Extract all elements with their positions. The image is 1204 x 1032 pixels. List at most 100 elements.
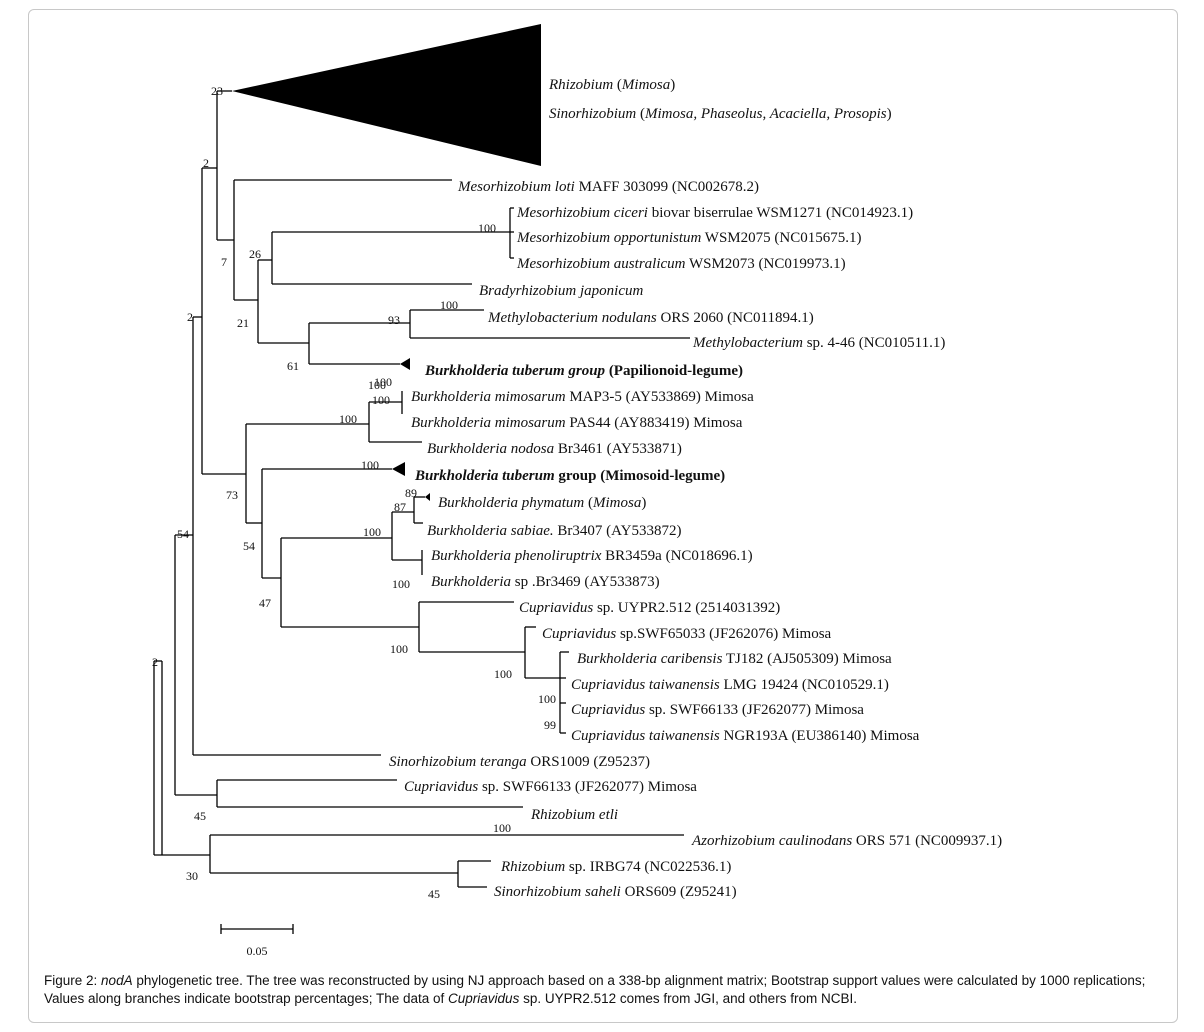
taxon-label-part: MAFF 303099 (NC002678.2) <box>575 179 759 195</box>
taxon-label-t-burk-tub-pap: Burkholderia tuberum group (Papilionoid-… <box>424 363 743 379</box>
taxon-label-part: ( <box>613 77 622 93</box>
taxon-label-part: Cupriavidus <box>404 779 478 795</box>
taxon-label-part: ) <box>887 106 892 122</box>
bootstrap-value: 100 <box>538 692 556 706</box>
collapsed-clade-burkholderia-tuberum-papilionoid <box>400 358 410 370</box>
caption-figure-label: Figure 2 <box>44 973 94 988</box>
bootstrap-value: 100 <box>392 577 410 591</box>
bootstrap-value: 54 <box>177 527 189 541</box>
taxon-label-part: Sinorhizobium <box>549 106 636 122</box>
taxon-label-part: sp. IRBG74 (NC022536.1) <box>565 859 731 875</box>
bootstrap-value: 26 <box>249 247 261 261</box>
bootstrap-value: 45 <box>428 887 440 901</box>
taxon-label-part: Burkholderia caribensis <box>577 651 723 667</box>
taxon-label-part: Mimosa, Phaseolus, Acaciella, Prosopis <box>644 106 887 122</box>
collapsed-clade-rhizobium-sinorhizobium <box>232 24 541 166</box>
taxon-label-part: sp. UYPR2.512 (2514031392) <box>593 600 780 616</box>
caption-genus: Cupriavidus <box>448 991 520 1006</box>
taxon-label-part: ORS 571 (NC009937.1) <box>852 833 1002 849</box>
bootstrap-value: 99 <box>544 718 556 732</box>
taxon-label-t-meso-loti: Mesorhizobium loti MAFF 303099 (NC002678… <box>457 179 759 195</box>
taxon-label-part: Mesorhizobium loti <box>457 179 575 195</box>
taxon-label-part: sp .Br3469 (AY533873) <box>511 574 660 590</box>
bootstrap-value: 73 <box>226 488 238 502</box>
caption-text-b: sp. UYPR2.512 comes from JGI, and others… <box>519 991 857 1006</box>
taxon-label-part: Mimosa <box>621 77 670 93</box>
bootstrap-value: 100 <box>374 375 392 389</box>
taxon-label-part: Mesorhizobium ciceri <box>516 205 648 221</box>
taxon-label-part: Methylobacterium <box>692 335 803 351</box>
bootstrap-value: 54 <box>243 539 255 553</box>
taxon-label-t-burk-sabiae: Burkholderia sabiae. Br3407 (AY533872) <box>427 523 681 539</box>
taxon-label-part: Burkholderia phymatum <box>438 495 584 511</box>
taxon-label-part: LMG 19424 (NC010529.1) <box>720 677 889 693</box>
bootstrap-value: 100 <box>368 378 386 392</box>
taxon-label-part: Azorhizobium caulinodans <box>691 833 852 849</box>
scale-bar-label: 0.05 <box>247 944 268 958</box>
taxon-label-t-cupr-uypr: Cupriavidus sp. UYPR2.512 (2514031392) <box>519 600 780 616</box>
taxon-label-t-azorh: Azorhizobium caulinodans ORS 571 (NC0099… <box>691 833 1002 849</box>
taxon-label-t-cupr-swf65033: Cupriavidus sp.SWF65033 (JF262076) Mimos… <box>542 626 832 642</box>
bootstrap-value: 100 <box>494 667 512 681</box>
caption-text-a: phylogenetic tree. The tree was reconstr… <box>44 973 1146 1006</box>
taxon-label-t-burk-nodosa: Burkholderia nodosa Br3461 (AY533871) <box>427 441 682 457</box>
taxon-label-part: MAP3-5 (AY533869) Mimosa <box>566 389 755 405</box>
taxon-label-part: Burkholderia tuberum <box>414 468 555 484</box>
collapsed-clade-burkholderia-tuberum-mimosoid <box>392 462 405 476</box>
taxon-label-part: Rhizobium <box>500 859 565 875</box>
taxon-label-part: Burkholderia sabiae. <box>427 523 554 539</box>
taxon-label-part: WSM2073 (NC019973.1) <box>685 256 845 272</box>
taxon-label-part: ORS609 (Z95241) <box>621 884 737 900</box>
taxon-label-t-sino-saheli: Sinorhizobium saheli ORS609 (Z95241) <box>494 884 737 900</box>
taxon-label-part: group (Mimosoid-legume) <box>555 468 726 484</box>
taxon-label-part: BR3459a (NC018696.1) <box>601 548 752 564</box>
taxon-label-t-burk-phym: Burkholderia phymatum (Mimosa) <box>438 495 646 511</box>
taxon-label-part: Cupriavidus <box>519 600 593 616</box>
taxon-label-part: Cupriavidus taiwanensis <box>571 677 720 693</box>
bootstrap-value: 61 <box>287 359 299 373</box>
taxon-label-part: Br3461 (AY533871) <box>554 441 682 457</box>
taxon-label-part: Burkholderia mimosarum <box>411 389 566 405</box>
bootstrap-value: 2 <box>187 310 193 324</box>
taxon-label-part: Burkholderia phenoliruptrix <box>431 548 602 564</box>
taxon-label-part: Mesorhizobium australicum <box>516 256 686 272</box>
taxon-label-part: Rhizobium etli <box>530 807 618 823</box>
bootstrap-value: 100 <box>390 642 408 656</box>
taxon-label-part: (Papilionoid-legume) <box>605 363 743 379</box>
taxon-label-part: Burkholderia <box>431 574 511 590</box>
collapsed-clade-burkholderia-phymatum <box>425 493 430 501</box>
taxon-label-t-rhiz-clade: Rhizobium (Mimosa) <box>548 77 675 93</box>
taxon-label-part: biovar biserrulae WSM1271 (NC014923.1) <box>648 205 913 221</box>
taxon-label-t-meso-opport: Mesorhizobium opportunistum WSM2075 (NC0… <box>516 230 861 246</box>
tree-branches <box>153 24 690 888</box>
taxon-label-part: Sinorhizobium teranga <box>389 754 527 770</box>
taxon-label-part: WSM2075 (NC015675.1) <box>701 230 861 246</box>
bootstrap-value: 100 <box>339 412 357 426</box>
taxon-label-part: ) <box>670 77 675 93</box>
bootstrap-value: 89 <box>405 486 417 500</box>
taxon-label-t-cupr-swf66133b: Cupriavidus sp. SWF66133 (JF262077) Mimo… <box>404 779 697 795</box>
taxon-label-part: ORS1009 (Z95237) <box>527 754 650 770</box>
bootstrap-value: 23 <box>211 84 223 98</box>
taxon-label-t-burk-sp3469: Burkholderia sp .Br3469 (AY533873) <box>431 574 660 590</box>
taxon-label-part: sp. 4-46 (NC010511.1) <box>803 335 945 351</box>
taxon-label-t-cupr-taiw-lmg: Cupriavidus taiwanensis LMG 19424 (NC010… <box>571 677 889 693</box>
taxon-label-part: ( <box>584 495 593 511</box>
taxon-label-t-burk-mim-pas: Burkholderia mimosarum PAS44 (AY883419) … <box>411 415 743 431</box>
taxon-label-part: Methylobacterium nodulans <box>487 310 657 326</box>
bootstrap-value: 7 <box>221 255 227 269</box>
taxon-label-t-burk-carib: Burkholderia caribensis TJ182 (AJ505309)… <box>577 651 892 667</box>
taxon-label-part: ORS 2060 (NC011894.1) <box>657 310 814 326</box>
taxon-label-part: Cupriavidus <box>542 626 616 642</box>
taxon-label-part: Burkholderia tuberum group <box>424 363 606 379</box>
taxon-label-part: Mimosa <box>592 495 641 511</box>
figure-caption: Figure 2: nodA phylogenetic tree. The tr… <box>44 973 1146 1006</box>
bootstrap-value: 100 <box>361 458 379 472</box>
taxon-label-part: Cupriavidus taiwanensis <box>571 728 720 744</box>
taxon-label-part: sp.SWF65033 (JF262076) Mimosa <box>616 626 831 642</box>
caption-gene: nodA <box>101 973 133 988</box>
taxon-label-part: Mesorhizobium opportunistum <box>516 230 701 246</box>
taxon-label-part: PAS44 (AY883419) Mimosa <box>566 415 743 431</box>
figure-frame <box>28 9 1178 1023</box>
